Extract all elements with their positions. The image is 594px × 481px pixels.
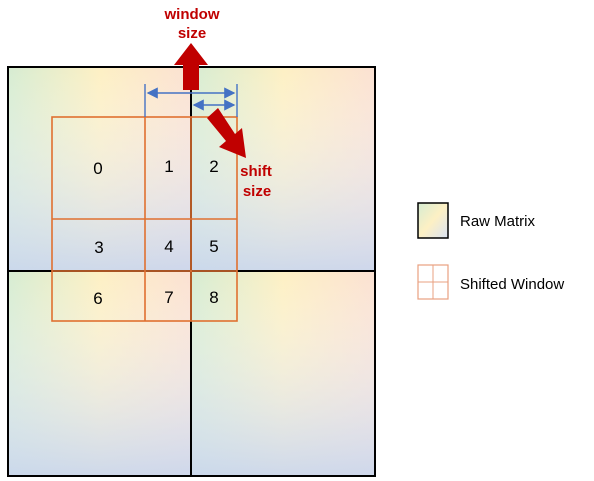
legend-swatch-raw-matrix bbox=[417, 202, 449, 239]
matrix-quadrant-top-left bbox=[8, 67, 191, 271]
raw-matrix bbox=[7, 66, 376, 477]
legend-item-raw-matrix: Raw Matrix bbox=[417, 202, 536, 239]
legend-label-shifted-window: Shifted Window bbox=[460, 276, 564, 293]
window-size-arrow-icon bbox=[174, 43, 208, 90]
cell-label: 8 bbox=[209, 288, 218, 307]
legend-label-raw-matrix: Raw Matrix bbox=[460, 213, 536, 230]
cell-label: 2 bbox=[209, 157, 218, 176]
shift-size-arrow-icon bbox=[207, 108, 246, 158]
cell-label: 6 bbox=[93, 289, 102, 308]
matrix-quadrant-bottom-left bbox=[8, 271, 191, 476]
cell-label: 7 bbox=[164, 288, 173, 307]
cell-labels: 0 1 2 3 4 5 6 7 8 bbox=[93, 157, 218, 308]
cell-label: 4 bbox=[164, 237, 173, 256]
legend-item-shifted-window: Shifted Window bbox=[417, 264, 564, 300]
cell-label: 5 bbox=[209, 237, 218, 256]
cell-label: 0 bbox=[93, 159, 102, 178]
window-size-dimension bbox=[144, 84, 238, 117]
shift-size-label: shift bbox=[240, 163, 272, 180]
shift-size-label: size bbox=[243, 183, 271, 200]
window-size-label: size bbox=[178, 25, 206, 42]
cell-label: 1 bbox=[164, 157, 173, 176]
matrix-quadrant-bottom-right bbox=[191, 271, 375, 476]
cell-label: 3 bbox=[94, 238, 103, 257]
legend: Raw Matrix Shifted Window bbox=[417, 202, 564, 300]
window-size-label: window bbox=[164, 6, 220, 23]
